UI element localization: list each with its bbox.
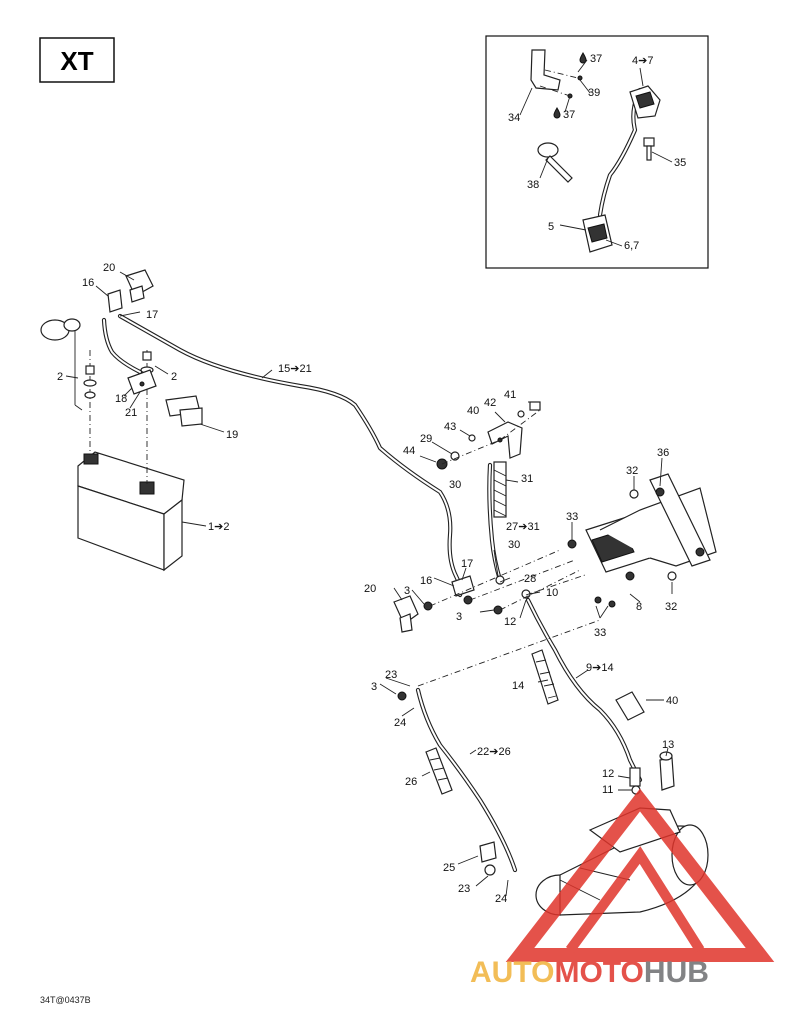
bolt-stack	[65, 330, 169, 411]
callout: 21	[125, 407, 137, 419]
callout: 32	[665, 601, 677, 613]
callout: 14	[512, 680, 524, 692]
callout: 43	[444, 421, 456, 433]
callout: 41	[504, 389, 516, 401]
callout: 2	[171, 371, 177, 383]
callout: 12	[602, 768, 614, 780]
drop-icon	[553, 107, 561, 119]
callout: 17	[461, 558, 473, 570]
callout: 5	[548, 221, 554, 233]
callout: 31	[521, 473, 533, 485]
callout: 30	[449, 479, 461, 491]
model-label: XT	[60, 46, 93, 76]
grommet-19	[165, 395, 225, 433]
brand-hub: HUB	[644, 956, 709, 989]
inset-detail	[485, 35, 709, 269]
watermark-triangle	[505, 788, 775, 962]
callout: 35	[674, 157, 686, 169]
callout: 8	[636, 601, 642, 613]
cable-15-21	[40, 269, 463, 598]
callout: 20	[364, 583, 376, 595]
callout: 10	[546, 587, 558, 599]
callout: 16	[420, 575, 432, 587]
callout: 40	[467, 405, 479, 417]
callout: 12	[504, 616, 516, 628]
callout: 3	[404, 585, 410, 597]
terminal-group	[393, 549, 586, 633]
cable-22-26	[379, 677, 518, 897]
callout: 30	[508, 539, 520, 551]
callout: 28	[524, 573, 536, 585]
callout: 38	[527, 179, 539, 191]
callout: 4➔7	[632, 55, 653, 67]
brand-moto: MOTO	[554, 956, 643, 989]
callout: 27➔31	[506, 521, 540, 533]
callout: 33	[566, 511, 578, 523]
model-label-box	[39, 37, 115, 83]
battery	[77, 451, 207, 572]
callout: 23	[458, 883, 470, 895]
solenoid-8	[567, 457, 717, 619]
callout: 3	[371, 681, 377, 693]
bracket-40	[487, 401, 541, 459]
callout: 15➔21	[278, 363, 312, 375]
callout: 26	[405, 776, 417, 788]
watermark-text: AUTOMOTOHUB	[470, 956, 709, 989]
callout: 22➔26	[477, 746, 511, 758]
callout: 2	[57, 371, 63, 383]
callout: 40	[666, 695, 678, 707]
callout: 39	[588, 87, 600, 99]
drop-icon	[579, 52, 587, 64]
callout: 6,7	[624, 240, 639, 252]
callout: 20	[103, 262, 115, 274]
callout: 23	[385, 669, 397, 681]
callout: 37	[563, 109, 575, 121]
callout: 3	[456, 611, 462, 623]
callout: 13	[662, 739, 674, 751]
callout: 34	[508, 112, 520, 124]
callout: 32	[626, 465, 638, 477]
callout: 37	[590, 53, 602, 65]
drawing-code: 34T@0437B	[40, 995, 91, 1005]
callout: 44	[403, 445, 415, 457]
callout: 16	[82, 277, 94, 289]
callout: 18	[115, 393, 127, 405]
callout-labels: 34 37 4➔7 39 37 35 38 5 6,7 20 16 17 2 2…	[57, 53, 686, 905]
callout: 11	[602, 784, 613, 796]
callout: 1➔2	[208, 521, 229, 533]
cable-9-14	[525, 597, 675, 795]
callout: 24	[394, 717, 406, 729]
callout: 36	[657, 447, 669, 459]
brand-auto: AUTO	[470, 956, 554, 989]
automotohub-watermark: AUTOMOTOHUB	[470, 788, 775, 989]
callout: 42	[484, 397, 496, 409]
callout: 24	[495, 893, 507, 905]
callout: 25	[443, 862, 455, 874]
callout: 17	[146, 309, 158, 321]
callout: 29	[420, 433, 432, 445]
callout: 19	[226, 429, 238, 441]
callout: 9➔14	[586, 662, 614, 674]
callout: 33	[594, 627, 606, 639]
